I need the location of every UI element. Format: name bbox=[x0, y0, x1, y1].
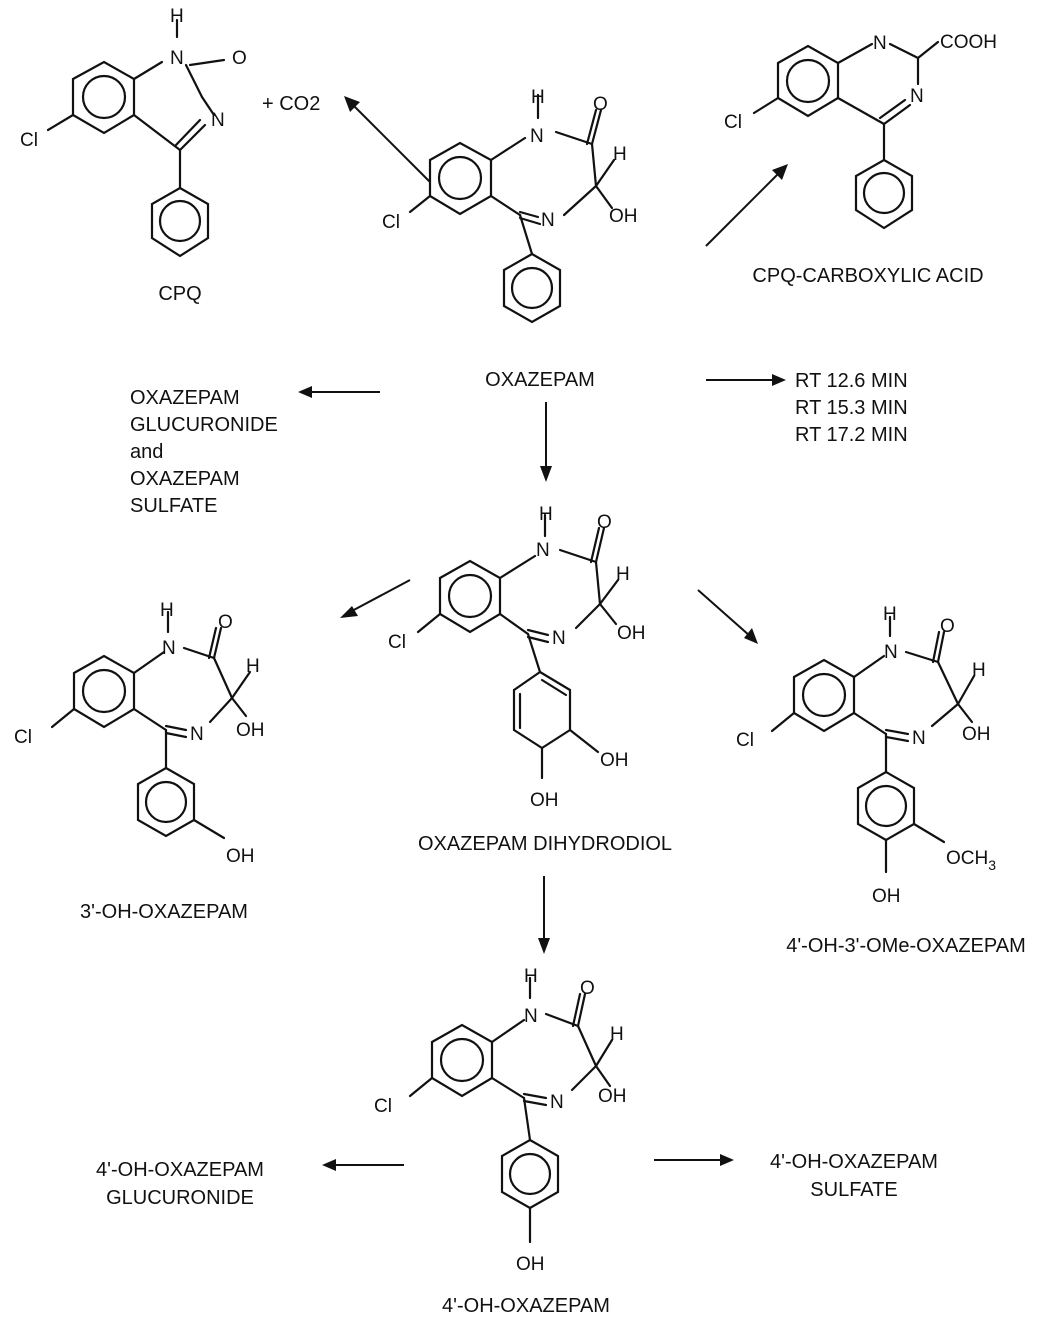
arrow-to-oxazepam-conjugates bbox=[298, 386, 380, 398]
arrow-to-cpq bbox=[344, 96, 431, 183]
arrow-to-retention-times bbox=[706, 374, 786, 386]
ome-oh-atom: OH bbox=[962, 724, 991, 745]
oxazepam-conjugates-text: OXAZEPAM GLUCURONIDE and OXAZEPAM SULFAT… bbox=[130, 387, 278, 517]
cpq-acid-structure: N COOH N Cl bbox=[724, 32, 997, 230]
oh4-h3-atom: H bbox=[610, 1024, 624, 1045]
conj-line-4: OXAZEPAM bbox=[130, 468, 240, 490]
oh4-ome3-label: 4'-OH-3'-OMe-OXAZEPAM bbox=[786, 935, 1026, 957]
cpq-o-atom: O bbox=[232, 48, 247, 69]
oh4-glucuronide-text: 4'-OH-OXAZEPAM GLUCURONIDE bbox=[96, 1159, 264, 1209]
oh4-sulf-line-2: SULFATE bbox=[810, 1179, 897, 1201]
conj-line-5: SULFATE bbox=[130, 495, 217, 517]
dihydrodiol-label: OXAZEPAM DIHYDRODIOL bbox=[418, 833, 672, 855]
dihydrodiol-cl-atom: Cl bbox=[388, 632, 406, 653]
ome-och3-sub: 3 bbox=[988, 857, 996, 873]
arrow-to-4oh-sulfate bbox=[654, 1154, 734, 1166]
oh3-oh-atom: OH bbox=[236, 720, 265, 741]
oxazepam-h3-atom: H bbox=[613, 144, 627, 165]
cpq-acid-label: CPQ-CARBOXYLIC ACID bbox=[752, 265, 983, 287]
arrow-to-4oh-3ome-oxazepam bbox=[697, 589, 758, 644]
ome-n1-atom: N bbox=[884, 642, 898, 663]
rt-line-3: RT 17.2 MIN bbox=[795, 424, 908, 446]
cpq-label: CPQ bbox=[158, 283, 201, 305]
oxazepam-n4-atom: N bbox=[541, 210, 555, 231]
cpq-n1-atom: N bbox=[170, 48, 184, 69]
ome-n4-atom: N bbox=[912, 728, 926, 749]
oh4-n4-atom: N bbox=[550, 1092, 564, 1113]
ome-cl-atom: Cl bbox=[736, 730, 754, 751]
dihydrodiol-o-atom: O bbox=[597, 512, 612, 533]
ome-h3-atom: H bbox=[972, 660, 986, 681]
dihydrodiol-n4-atom: N bbox=[552, 628, 566, 649]
oh4-oxazepam-structure: H N O H OH N Cl OH bbox=[374, 966, 627, 1275]
arrow-to-4oh-oxazepam bbox=[538, 876, 550, 954]
oxazepam-oh-atom: OH bbox=[609, 206, 638, 227]
arrow-to-cpq-acid bbox=[705, 164, 788, 247]
oh4-cl-atom: Cl bbox=[374, 1096, 392, 1117]
rt-line-1: RT 12.6 MIN bbox=[795, 370, 908, 392]
cpq-acid-cl-atom: Cl bbox=[724, 112, 742, 133]
dihydrodiol-n1-atom: N bbox=[536, 540, 550, 561]
conj-line-3: and bbox=[130, 441, 163, 463]
oh4-gluc-line-2: GLUCURONIDE bbox=[106, 1187, 254, 1209]
conj-line-2: GLUCURONIDE bbox=[130, 414, 278, 436]
ome-h-atom: H bbox=[883, 604, 897, 625]
oh3-h3-atom: H bbox=[246, 656, 260, 677]
cpq-acid-cooh: COOH bbox=[940, 32, 997, 53]
cpq-cl-atom: Cl bbox=[20, 130, 38, 151]
oh4-n1-atom: N bbox=[524, 1006, 538, 1027]
ome-och3-main: OCH bbox=[946, 848, 988, 869]
oh3-h-atom: H bbox=[160, 600, 174, 621]
rt-line-2: RT 15.3 MIN bbox=[795, 397, 908, 419]
oh4-gluc-line-1: 4'-OH-OXAZEPAM bbox=[96, 1159, 264, 1181]
oh4-ring-oh-atom: OH bbox=[516, 1254, 545, 1275]
oh3-ring-oh-atom: OH bbox=[226, 846, 255, 867]
oh4-oxazepam-label: 4'-OH-OXAZEPAM bbox=[442, 1295, 610, 1317]
cpq-structure: H N O N Cl bbox=[20, 6, 247, 258]
ome-ring-oh-atom: OH bbox=[872, 886, 901, 907]
dihydrodiol-h-atom: H bbox=[539, 504, 553, 525]
cpq-acid-n3-atom: N bbox=[910, 86, 924, 107]
oh3-o-atom: O bbox=[218, 612, 233, 633]
reaction-arrows bbox=[298, 96, 788, 1171]
dihydrodiol-structure: H N O H OH N Cl OH OH bbox=[388, 504, 646, 811]
retention-times-text: RT 12.6 MIN RT 15.3 MIN RT 17.2 MIN bbox=[795, 370, 908, 446]
oxazepam-h-atom: H bbox=[531, 87, 545, 108]
conj-line-1: OXAZEPAM bbox=[130, 387, 240, 409]
oh3-n4-atom: N bbox=[190, 724, 204, 745]
cpq-acid-n1-atom: N bbox=[873, 33, 887, 54]
cpq-n3-atom: N bbox=[211, 110, 225, 131]
dihydrodiol-oh-atom: OH bbox=[617, 623, 646, 644]
arrow-to-3oh-oxazepam bbox=[340, 579, 411, 618]
dihydrodiol-oh3-atom: OH bbox=[530, 790, 559, 811]
oh3-cl-atom: Cl bbox=[14, 727, 32, 748]
oxazepam-n1-atom: N bbox=[530, 126, 544, 147]
oh3-n1-atom: N bbox=[162, 638, 176, 659]
cpq-h-atom: H bbox=[170, 6, 184, 27]
oh4-o-atom: O bbox=[580, 978, 595, 999]
dihydrodiol-h3-atom: H bbox=[616, 564, 630, 585]
oxazepam-structure: H N O H OH N Cl bbox=[382, 87, 638, 324]
oxazepam-o-atom: O bbox=[593, 94, 608, 115]
dihydrodiol-oh2-atom: OH bbox=[600, 750, 629, 771]
ome-och3: OCH3 bbox=[946, 848, 996, 873]
ome-o-atom: O bbox=[940, 616, 955, 637]
oh4-oh-atom: OH bbox=[598, 1086, 627, 1107]
arrow-to-dihydrodiol bbox=[540, 402, 552, 482]
oh4-sulf-line-1: 4'-OH-OXAZEPAM bbox=[770, 1151, 938, 1173]
oh4-ome3-oxazepam-structure: H N O H OH N Cl OCH3 OH bbox=[736, 604, 996, 907]
oh3-oxazepam-label: 3'-OH-OXAZEPAM bbox=[80, 901, 248, 923]
oh4-h-atom: H bbox=[524, 966, 538, 987]
oh3-oxazepam-structure: H N O H OH N Cl OH bbox=[14, 600, 265, 867]
arrow-to-4oh-glucuronide bbox=[322, 1159, 404, 1171]
cpq-co2-label: + CO2 bbox=[262, 93, 320, 115]
oxazepam-cl-atom: Cl bbox=[382, 212, 400, 233]
oxazepam-label: OXAZEPAM bbox=[485, 369, 595, 391]
oh4-sulfate-text: 4'-OH-OXAZEPAM SULFATE bbox=[770, 1151, 938, 1201]
